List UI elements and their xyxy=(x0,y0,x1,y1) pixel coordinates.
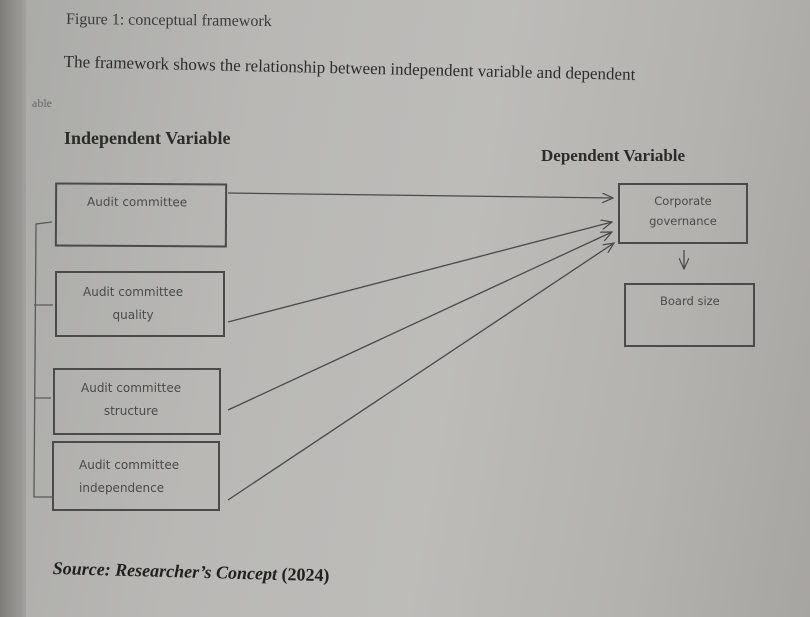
board-size-box: Board size xyxy=(624,283,755,347)
box-label-line1: Audit committee xyxy=(83,285,184,299)
independent-variable-heading: Independent Variable xyxy=(64,128,231,148)
box-label: Audit committee xyxy=(87,194,188,210)
source-year: (2024) xyxy=(281,563,330,586)
independent-variable-box-independence: Audit committee independence xyxy=(52,441,220,511)
dependent-variable-heading: Dependent Variable xyxy=(541,146,686,165)
page-binding-shadow xyxy=(0,0,26,617)
box-label-line1: Corporate xyxy=(654,194,712,208)
dependent-variable-box-corporate-governance: Corporate governance xyxy=(618,183,748,244)
arrow-audit-committee-quality xyxy=(227,222,612,323)
box-label-line1: Audit committee xyxy=(81,381,182,395)
box-label: Board size xyxy=(660,294,720,308)
intro-paragraph-continuation: able xyxy=(32,96,52,110)
box-label-line2: governance xyxy=(649,214,717,228)
box-label-line2: quality xyxy=(112,308,154,322)
box-label: Audit committee structure xyxy=(81,377,181,423)
arrow-audit-committee-structure xyxy=(227,232,612,411)
box-label-line2: structure xyxy=(103,404,159,418)
box-label: Audit committee independence xyxy=(79,454,179,500)
arrow-audit-committee-independence xyxy=(227,243,614,501)
box-label-line1: Audit committee xyxy=(79,458,180,472)
independent-variable-box-audit-committee: Audit committee xyxy=(54,182,228,248)
box-label: Audit committee quality xyxy=(83,281,183,327)
box-label-line2: independence xyxy=(79,481,165,495)
box-label: Corporate governance xyxy=(620,191,746,231)
arrow-audit-committee xyxy=(227,192,613,198)
independent-variable-box-quality: Audit committee quality xyxy=(55,271,225,337)
independent-variable-box-structure: Audit committee structure xyxy=(53,368,221,435)
left-bracket-line xyxy=(33,221,53,498)
